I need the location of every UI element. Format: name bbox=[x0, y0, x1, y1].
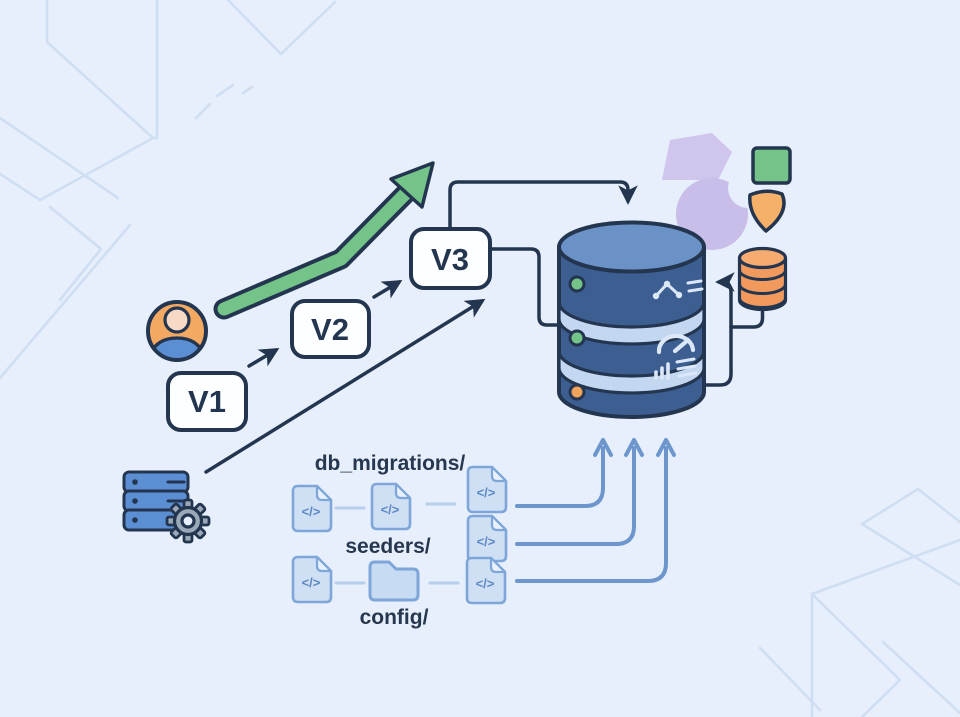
user-avatar-icon bbox=[146, 300, 208, 362]
code-file-icon bbox=[465, 556, 507, 605]
version-box-v1: V1 bbox=[166, 371, 248, 432]
shield-shape bbox=[748, 189, 786, 233]
dir-label-seeders: seeders/ bbox=[345, 535, 430, 558]
db-top bbox=[557, 220, 706, 274]
code-file-icon bbox=[370, 482, 412, 531]
arrow-v2-to-v3 bbox=[372, 279, 403, 299]
decorative-shapes bbox=[662, 133, 792, 250]
server-icon bbox=[122, 470, 211, 544]
dir-label-migrations: db_migrations/ bbox=[315, 452, 466, 475]
arrow-v1-to-v2 bbox=[247, 348, 280, 368]
code-file-icon bbox=[466, 514, 508, 563]
gear-icon bbox=[165, 498, 211, 544]
version-boxes: V1 V2 V3 bbox=[166, 227, 492, 432]
commit-graph-icon bbox=[652, 279, 704, 300]
file-link-dashes bbox=[334, 502, 460, 585]
arrow-server-to-db bbox=[204, 298, 486, 474]
status-dot-orange bbox=[568, 383, 586, 401]
connector-v3-right-to-db bbox=[489, 247, 559, 327]
migration-arrow-2 bbox=[515, 446, 636, 546]
version-box-v3: V3 bbox=[409, 227, 492, 290]
version-label-v2: V2 bbox=[311, 312, 349, 347]
migration-arrow-3 bbox=[515, 446, 668, 583]
connectors bbox=[204, 180, 765, 474]
gauge-icon bbox=[656, 333, 696, 355]
connector-db-loop bbox=[701, 272, 735, 387]
status-dot-green-1 bbox=[568, 275, 586, 293]
square-shape bbox=[751, 146, 792, 185]
migration-arrow-1 bbox=[515, 446, 605, 508]
bar-chart-icon bbox=[654, 357, 698, 380]
connector-v3-top-to-db bbox=[448, 180, 638, 231]
dir-label-config: config/ bbox=[360, 606, 429, 629]
pentagon-shape bbox=[662, 133, 732, 180]
growth-arrow-icon bbox=[213, 161, 435, 320]
version-box-v2: V2 bbox=[290, 299, 371, 359]
database-icon bbox=[557, 220, 706, 419]
status-dot-green-2 bbox=[568, 329, 586, 347]
connector-minidb-branch bbox=[729, 306, 765, 329]
code-file-icon bbox=[291, 484, 333, 533]
db-band-upper bbox=[557, 300, 706, 346]
version-label-v1: V1 bbox=[188, 384, 226, 419]
version-label-v3: V3 bbox=[431, 242, 469, 277]
code-file-icon bbox=[291, 555, 333, 604]
db-band-lower bbox=[557, 349, 706, 395]
mini-database-icon bbox=[737, 246, 788, 312]
code-file-icon bbox=[466, 465, 508, 514]
folder-icon bbox=[368, 560, 420, 602]
migration-arrows bbox=[515, 438, 676, 583]
file-tree: db_migrations/ seeders/ config/ bbox=[291, 452, 508, 629]
